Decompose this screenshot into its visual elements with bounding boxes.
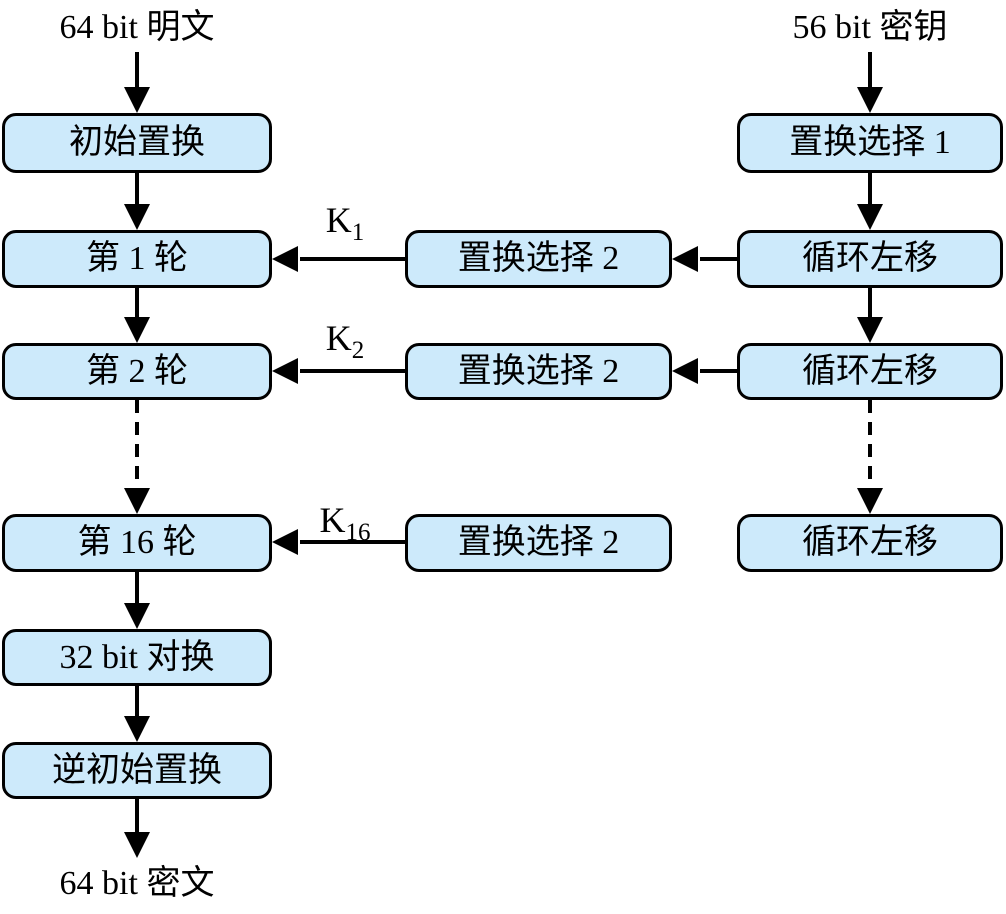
arrow-leftshift1-to-leftshift2 [857,288,883,343]
subkey-label-k2: K2 [295,318,395,363]
arrow-initial-permutation-to-round1 [124,173,150,230]
subkey-label-k1: K1 [295,200,395,245]
key-label: 56 bit 密钥 [792,9,948,46]
subkey-k1-base: K [325,200,352,240]
arrow-leftshift2-to-permuted-choice2-row2 [672,358,737,384]
node-left-shift-row3: 循环左移 [737,514,1003,572]
arrow-round2-to-round16-dashed [124,400,150,514]
node-round-16: 第 16 轮 [2,514,272,572]
arrow-plaintext-to-initial-permutation [124,52,150,113]
arrow-round1-to-round2 [124,288,150,343]
node-permuted-choice2-row3: 置换选择 2 [405,514,672,572]
node-inverse-initial-permutation: 逆初始置换 [2,742,272,799]
node-permuted-choice1: 置换选择 1 [737,113,1003,173]
node-left-shift-row1: 循环左移 [737,230,1003,288]
subkey-k2-base: K [325,318,352,358]
arrow-leftshift1-to-permuted-choice2-row1 [672,246,737,272]
subkey-label-k16: K16 [295,500,395,545]
node-32bit-swap: 32 bit 对换 [2,629,272,686]
subkey-k1-subscript: 1 [351,219,365,246]
arrow-inverse-permutation-to-ciphertext [124,799,150,858]
plaintext-label: 64 bit 明文 [59,9,215,46]
arrow-permuted-choice1-to-leftshift1 [857,173,883,230]
arrow-round16-to-swap [124,572,150,629]
node-left-shift-row2: 循环左移 [737,343,1003,400]
arrow-key-to-permuted-choice1 [857,52,883,113]
subkey-k16-subscript: 16 [345,519,371,546]
arrow-permuted-choice2-to-round1-k1 [272,246,405,272]
node-initial-permutation: 初始置换 [2,113,272,173]
arrow-swap-to-inverse-permutation [124,686,150,742]
arrow-permuted-choice2-to-round2-k2 [272,358,405,384]
ciphertext-label: 64 bit 密文 [59,865,215,902]
node-permuted-choice2-row2: 置换选择 2 [405,343,672,400]
subkey-k16-base: K [319,500,346,540]
subkey-k2-subscript: 2 [351,337,365,364]
arrow-leftshift2-to-leftshift3-dashed [857,400,883,514]
node-permuted-choice2-row1: 置换选择 2 [405,230,672,288]
node-round-2: 第 2 轮 [2,343,272,400]
node-round-1: 第 1 轮 [2,230,272,288]
arrow-permuted-choice2-to-round16-k16 [272,529,405,555]
